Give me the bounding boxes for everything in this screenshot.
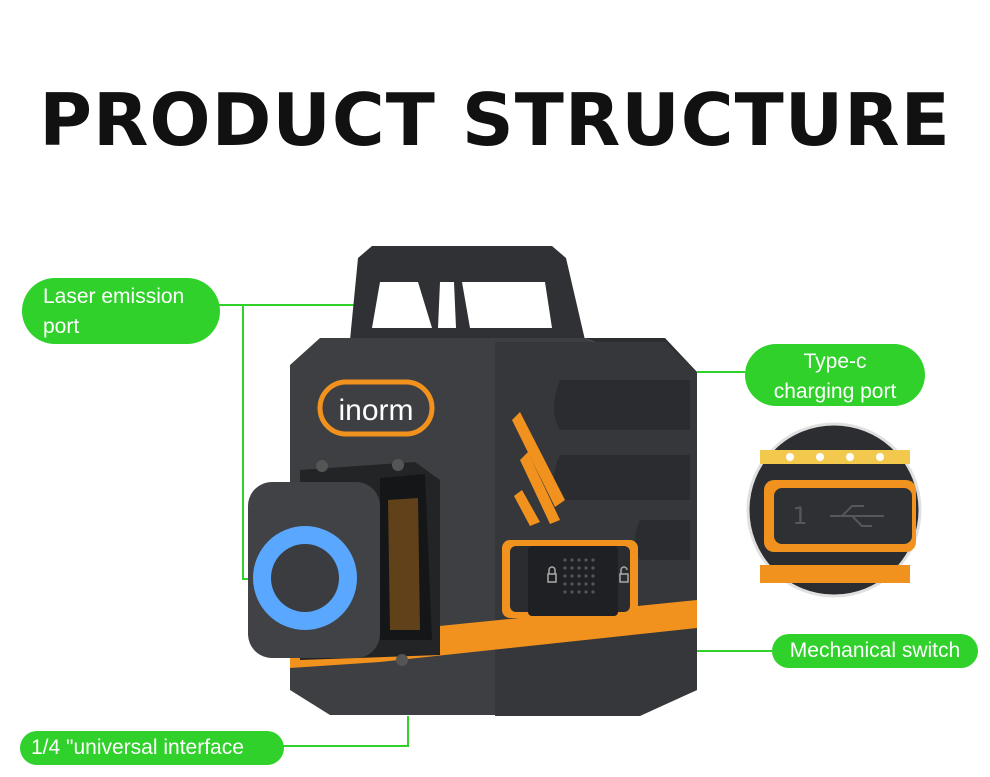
brand-logo-text: inorm <box>338 394 413 427</box>
accent-stripes <box>512 412 565 526</box>
type-c-port-inset: 1 <box>746 422 922 598</box>
leader-line-interface <box>283 716 409 747</box>
callout-laser-emission-port: Laser emission port <box>22 278 220 344</box>
laser-lens-module <box>248 482 380 658</box>
page-title: PRODUCT STRUCTURE <box>39 78 951 162</box>
callout-mechanical-switch: Mechanical switch <box>772 634 978 668</box>
side-grooves <box>554 380 690 560</box>
top-cage <box>350 246 585 340</box>
brand-logo: inorm <box>317 379 435 437</box>
svg-text:1: 1 <box>792 502 807 530</box>
callout-universal-interface: 1/4 "universal interface <box>20 731 284 765</box>
mechanical-switch-graphic <box>502 540 638 618</box>
callout-type-c-charging-port: Type-c charging port <box>745 344 925 406</box>
